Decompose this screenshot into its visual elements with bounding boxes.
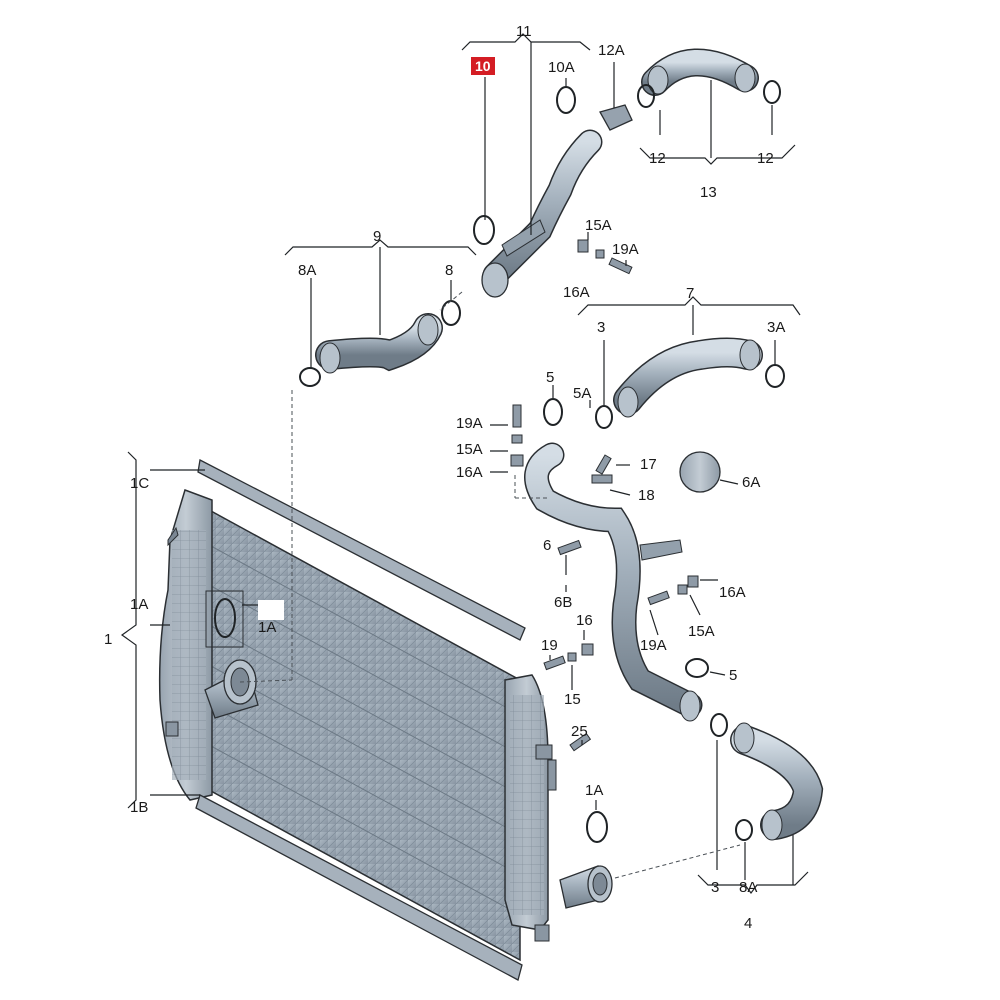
label-18: 18: [638, 487, 655, 504]
label-10-highlight[interactable]: 10: [471, 57, 495, 75]
label-4: 4: [744, 915, 753, 932]
label-19a-left: 19A: [456, 415, 483, 432]
label-6a: 6A: [742, 474, 761, 491]
fasteners: [510, 239, 699, 752]
label-6b: 6B: [554, 594, 573, 611]
detail-box-1a: [205, 590, 244, 648]
upper-seal-strip: [197, 459, 526, 641]
label-9: 9: [373, 228, 382, 245]
lower-seal-strip: [195, 794, 523, 981]
charge-pipe-6: [524, 442, 703, 718]
label-1a-box-bg: [258, 600, 284, 620]
label-16a-right: 16A: [719, 584, 746, 601]
label-25: 25: [571, 723, 588, 740]
label-16-low: 16: [576, 612, 593, 629]
label-12a: 12A: [598, 42, 625, 59]
label-19-low: 19: [541, 637, 558, 654]
label-8a-low: 8A: [739, 879, 758, 896]
label-11: 11: [516, 23, 532, 40]
label-5-low: 5: [729, 667, 738, 684]
label-17: 17: [640, 456, 657, 473]
label-3-low: 3: [711, 879, 720, 896]
label-15a-top: 15A: [585, 217, 612, 234]
label-1c: 1C: [130, 475, 150, 492]
o-ring-1a-icon: [214, 598, 236, 638]
pipe-11-end-icon: [481, 262, 509, 298]
label-5-top: 5: [546, 369, 555, 386]
label-16a-top: 16A: [563, 284, 590, 301]
label-3-top: 3: [597, 319, 606, 336]
intercooler-right-outlet: [559, 865, 613, 909]
assembly-dash-lines: [239, 291, 741, 879]
intercooler-left-tank: [158, 489, 213, 801]
label-15-low: 15: [564, 691, 581, 708]
label-1b: 1B: [130, 799, 149, 816]
clamp-12a-icon: [599, 104, 633, 131]
label-3a: 3A: [767, 319, 786, 336]
label-1a-box: 1A: [258, 619, 277, 636]
label-19a-right: 19A: [640, 637, 667, 654]
label-19a-top: 19A: [612, 241, 639, 258]
label-5a: 5A: [573, 385, 592, 402]
label-12-left: 12: [649, 150, 666, 167]
intercooler-right-tank: [504, 674, 557, 942]
label-1a-low: 1A: [585, 782, 604, 799]
o-rings: [299, 80, 785, 843]
label-12-right: 12: [757, 150, 774, 167]
label-8-top: 8: [445, 262, 454, 279]
leader-lines: [120, 33, 809, 894]
label-1: 1: [104, 631, 113, 648]
label-10a: 10A: [548, 59, 575, 76]
label-15a-right: 15A: [688, 623, 715, 640]
label-1a-left: 1A: [130, 596, 149, 613]
label-7: 7: [686, 285, 695, 302]
label-6: 6: [543, 537, 552, 554]
label-15a-left: 15A: [456, 441, 483, 458]
pressure-sensor-6a-icon: [679, 451, 721, 493]
label-8a-top: 8A: [298, 262, 317, 279]
label-16a-left: 16A: [456, 464, 483, 481]
label-13: 13: [700, 184, 717, 201]
